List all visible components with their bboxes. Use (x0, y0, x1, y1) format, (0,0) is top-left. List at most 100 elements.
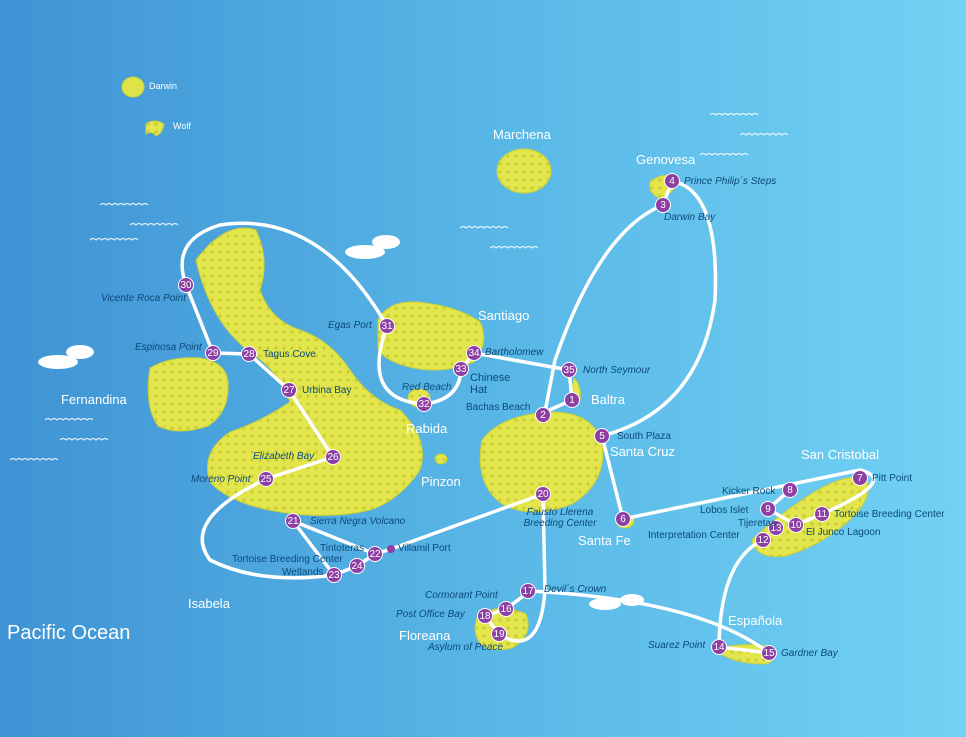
stop-number: 34 (468, 348, 480, 359)
stop-marker-34[interactable]: 34 (466, 345, 482, 361)
stop-marker-25[interactable]: 25 (258, 471, 274, 487)
stop-marker-14[interactable]: 14 (711, 639, 727, 655)
stop-label-15: Gardner Bay (781, 648, 838, 659)
stop-marker-33[interactable]: 33 (453, 361, 469, 377)
stop-marker-4[interactable]: 4 (664, 173, 680, 189)
stop-label-32: Red Beach (402, 382, 452, 393)
stop-number: 5 (599, 431, 605, 442)
stop-marker-5[interactable]: 5 (594, 428, 610, 444)
waves (9, 112, 789, 461)
stop-number: 20 (537, 489, 549, 500)
stop-label-10: El Junco Lagoon (806, 527, 881, 538)
stop-circle (520, 583, 536, 599)
stop-number: 17 (522, 586, 534, 597)
stop-label-18: Post Office Bay (396, 609, 465, 620)
stop-number: 7 (857, 473, 863, 484)
stop-marker-11[interactable]: 11 (814, 506, 830, 522)
clouds (38, 235, 644, 610)
wave-line (129, 222, 179, 226)
island-darwin (121, 76, 145, 98)
stop-number: 23 (328, 570, 340, 581)
stop-circle (281, 382, 297, 398)
stop-number: 4 (669, 176, 675, 187)
island-label-santacruz: Santa Cruz (610, 444, 676, 459)
stop-number: 6 (620, 514, 626, 525)
stop-number: 25 (260, 474, 272, 485)
stop-circle (664, 173, 680, 189)
stop-number: 22 (369, 549, 381, 560)
stop-circle (498, 601, 514, 617)
stop-label-17: Cormorant Point (425, 590, 498, 601)
stop-label-26: Elizabeth Bay (253, 451, 315, 462)
stop-marker-20[interactable]: 20 (535, 486, 551, 502)
stop-marker-32[interactable]: 32 (416, 396, 432, 412)
stop-marker-16[interactable]: 16 (498, 601, 514, 617)
stop-label-23: Wetlands (282, 567, 324, 578)
stop-marker-17[interactable]: 17 (520, 583, 536, 599)
stop-circle (561, 362, 577, 378)
stop-circle (416, 396, 432, 412)
wave-line (89, 237, 139, 241)
stop-marker-10[interactable]: 10 (788, 517, 804, 533)
stop-marker-6[interactable]: 6 (615, 511, 631, 527)
stop-circle (477, 608, 493, 624)
stop-number: 29 (207, 348, 219, 359)
stop-number: 15 (763, 648, 775, 659)
stop-number: 12 (757, 535, 769, 546)
wave-line (44, 417, 94, 421)
stop-number: 24 (351, 561, 363, 572)
stop-circle (379, 318, 395, 334)
stop-label-4: Prince Philip´s Steps (684, 176, 777, 187)
stop-marker-31[interactable]: 31 (379, 318, 395, 334)
stop-circle (258, 471, 274, 487)
stop-label-30: Vicente Roca Point (101, 293, 186, 304)
stop-number: 13 (770, 523, 782, 534)
stop-marker-29[interactable]: 29 (205, 345, 221, 361)
stop-circle (760, 501, 776, 517)
island-sancristobal (751, 476, 869, 558)
stop-number: 32 (418, 399, 430, 410)
stop-circle (755, 532, 771, 548)
stop-marker-21[interactable]: 21 (285, 513, 301, 529)
stop-marker-13[interactable]: 13 (768, 520, 784, 536)
stop-circle (768, 520, 784, 536)
stop-number: 21 (287, 516, 299, 527)
stop-marker-22[interactable]: 22 (367, 546, 383, 562)
stop-marker-23[interactable]: 23 (326, 567, 342, 583)
stop-circle (782, 482, 798, 498)
stop-marker-3[interactable]: 3 (655, 197, 671, 213)
stop-number: 3 (660, 200, 666, 211)
stop-circle (205, 345, 221, 361)
stop-marker-15[interactable]: 15 (761, 645, 777, 661)
stop-marker-8[interactable]: 8 (782, 482, 798, 498)
island-label-santiago: Santiago (478, 308, 530, 323)
stop-marker-26[interactable]: 26 (325, 449, 341, 465)
stop-marker-2[interactable]: 2 (535, 407, 551, 423)
island-label-fernandina: Fernandina (61, 392, 127, 407)
stop-marker-19[interactable]: 19 (491, 626, 507, 642)
stop-marker-12[interactable]: 12 (755, 532, 771, 548)
stop-number: 1 (569, 395, 575, 406)
stop-label-33: Chinese Hat (470, 372, 511, 396)
stop-label-22: Tintoteras (320, 543, 365, 554)
stop-circle (325, 449, 341, 465)
stop-marker-28[interactable]: 28 (241, 346, 257, 362)
wave-line (489, 245, 539, 249)
wave-line (59, 437, 109, 441)
stop-circle (852, 470, 868, 486)
stop-marker-1[interactable]: 1 (564, 392, 580, 408)
stop-marker-24[interactable]: 24 (349, 558, 365, 574)
stop-marker-30[interactable]: 30 (178, 277, 194, 293)
villamil-port-marker[interactable] (387, 545, 395, 553)
island-label-santafe: Santa Fe (578, 533, 631, 548)
stop-label-2: Bachas Beach (466, 402, 531, 413)
stop-marker-7[interactable]: 7 (852, 470, 868, 486)
stop-marker-27[interactable]: 27 (281, 382, 297, 398)
stop-marker-9[interactable]: 9 (760, 501, 776, 517)
stop-circle (564, 392, 580, 408)
stop-marker-18[interactable]: 18 (477, 608, 493, 624)
stop-marker-35[interactable]: 35 (561, 362, 577, 378)
wave-line (99, 202, 149, 206)
stop-circle (535, 407, 551, 423)
stop-circle (491, 626, 507, 642)
